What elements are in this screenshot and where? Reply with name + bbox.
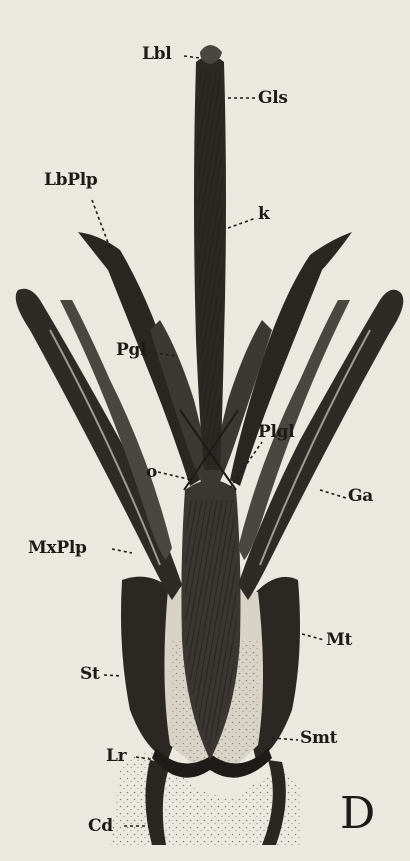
label-plgl: Plgl	[258, 424, 294, 441]
label-smt: Smt	[300, 730, 337, 747]
leader-st	[104, 675, 122, 676]
label-k: k	[258, 206, 269, 223]
label-mxplp: MxPlp	[28, 540, 87, 557]
label-st: St	[80, 666, 100, 683]
label-gls: Gls	[258, 90, 288, 107]
leader-lbl	[184, 56, 200, 58]
label-ga: Ga	[348, 488, 373, 505]
leader-mxplp	[112, 549, 132, 553]
label-o: o	[146, 464, 157, 481]
label-mt: Mt	[326, 632, 352, 649]
leader-ga	[320, 490, 346, 498]
leader-mt	[302, 634, 324, 640]
label-lr: Lr	[106, 748, 126, 765]
leader-k	[228, 218, 256, 228]
label-pgl: Pgl	[116, 342, 146, 359]
panel-letter: D	[340, 792, 375, 836]
label-cd: Cd	[88, 818, 113, 835]
label-lbplp: LbPlp	[44, 172, 97, 189]
label-lbl: Lbl	[142, 46, 171, 63]
